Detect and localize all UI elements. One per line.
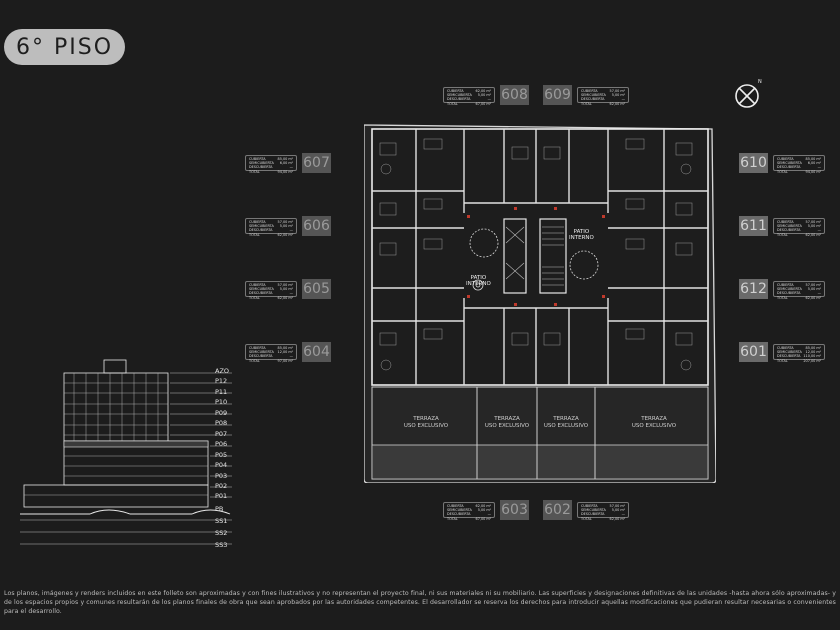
level-label-ss3: SS3 bbox=[215, 541, 228, 549]
level-label-p09: P09 bbox=[215, 409, 228, 417]
unit-number-badge[interactable]: 601 bbox=[739, 342, 768, 362]
level-label-p06[interactable]: P06 bbox=[215, 440, 228, 448]
unit-number-badge[interactable]: 612 bbox=[739, 279, 768, 299]
floor-title: 6° PISO bbox=[4, 29, 125, 65]
unit-number-badge[interactable]: 603 bbox=[500, 500, 529, 520]
floor-plan-drawing bbox=[363, 124, 717, 484]
unit-number-badge[interactable]: 609 bbox=[543, 85, 572, 105]
building-elevation: AZO P12 P11 P10 P09 P08 P07 P06 P05 P04 … bbox=[18, 356, 240, 552]
level-label-p03: P03 bbox=[215, 472, 228, 480]
unit-number-badge[interactable]: 610 bbox=[739, 153, 768, 173]
unit-number-badge[interactable]: 606 bbox=[302, 216, 331, 236]
level-label-p01: P01 bbox=[215, 492, 228, 500]
level-label-azo: AZO bbox=[215, 367, 230, 375]
level-label-p12: P12 bbox=[215, 377, 228, 385]
level-label-p05: P05 bbox=[215, 451, 228, 459]
unit-number-badge[interactable]: 605 bbox=[302, 279, 331, 299]
compass-north-label: N bbox=[758, 79, 762, 85]
level-label-p10: P10 bbox=[215, 398, 228, 406]
level-label-p04: P04 bbox=[215, 461, 228, 469]
unit-number-badge[interactable]: 608 bbox=[500, 85, 529, 105]
level-label-p08: P08 bbox=[215, 419, 228, 427]
unit-number-badge[interactable]: 611 bbox=[739, 216, 768, 236]
unit-number-badge[interactable]: 602 bbox=[543, 500, 572, 520]
unit-number-badge[interactable]: 604 bbox=[302, 342, 331, 362]
level-label-ss2: SS2 bbox=[215, 529, 228, 537]
level-label-p02: P02 bbox=[215, 482, 228, 490]
level-label-p07: P07 bbox=[215, 430, 228, 438]
legal-disclaimer: Los planos, imágenes y renders incluidos… bbox=[4, 590, 836, 615]
north-compass-icon: N bbox=[733, 79, 763, 110]
elevation-drawing bbox=[18, 359, 232, 545]
level-label-pb: PB bbox=[215, 505, 224, 513]
unit-number-badge[interactable]: 607 bbox=[302, 153, 331, 173]
level-label-ss1: SS1 bbox=[215, 517, 228, 525]
level-label-p11: P11 bbox=[215, 388, 228, 396]
